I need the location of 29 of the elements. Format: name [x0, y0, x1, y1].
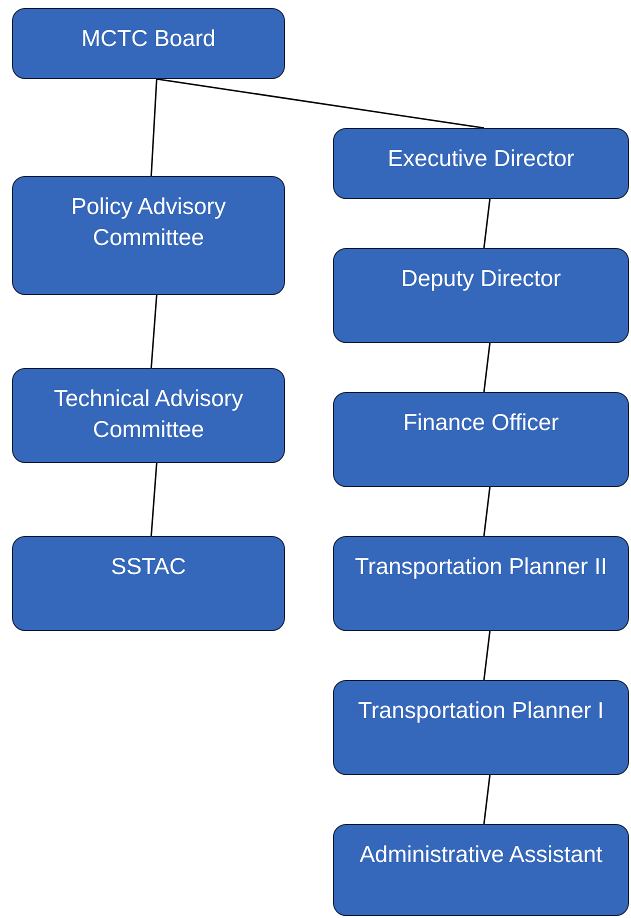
role-label: Transportation Planner I: [358, 696, 604, 725]
connector-line: [483, 342, 491, 392]
org-box: [333, 824, 629, 916]
role-label: Transportation Planner II: [354, 552, 608, 581]
role-label: Executive Director: [388, 144, 574, 173]
role-label: Deputy Director: [401, 264, 561, 293]
connector-line: [483, 198, 491, 248]
role-label: Administrative Assistant: [360, 840, 602, 869]
connector-line: [483, 630, 491, 680]
role-label: Finance Officer: [403, 408, 559, 437]
role-label: SSTAC: [111, 552, 186, 581]
org-box: [333, 128, 629, 199]
connector-line: [483, 486, 491, 536]
org-box: [333, 392, 629, 487]
role-label: MCTC Board: [81, 24, 216, 53]
org-box: [333, 248, 629, 343]
connector-line: [150, 462, 158, 536]
org-box: [12, 176, 285, 295]
connector-line: [150, 294, 158, 368]
org-box: [12, 8, 285, 79]
connector-line: [483, 774, 491, 824]
org-box: [12, 368, 285, 463]
connector-line: [156, 78, 484, 129]
org-box: [333, 680, 629, 775]
role-label: Policy Advisory Committee: [70, 192, 227, 252]
org-box: [333, 536, 629, 631]
org-box: [12, 536, 285, 631]
connector-line: [150, 78, 158, 176]
role-label: Technical Advisory Committee: [52, 384, 244, 444]
